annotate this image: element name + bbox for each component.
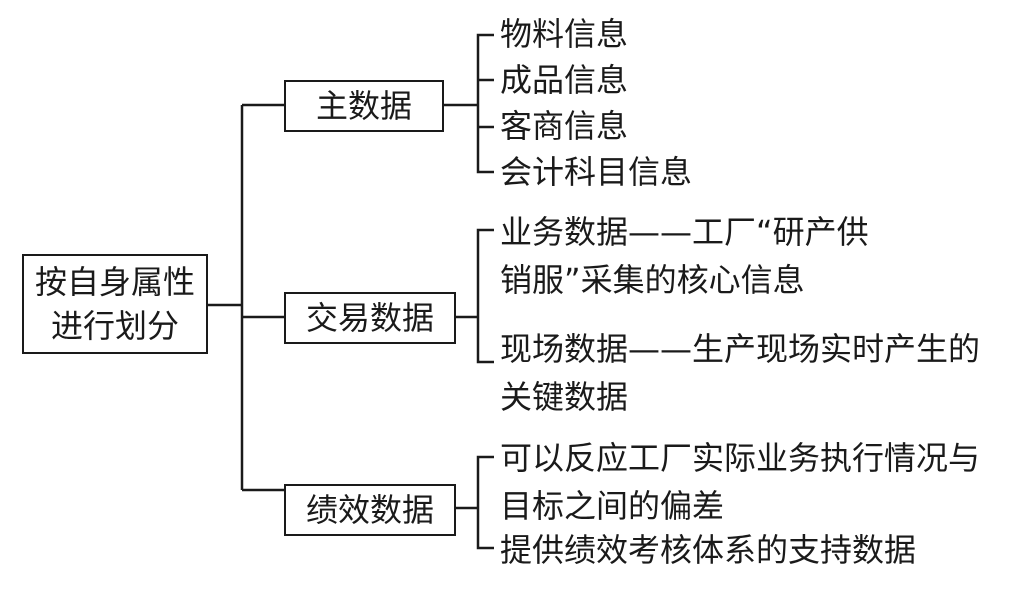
root-line-2: 进行划分 — [50, 307, 179, 345]
root-line-1: 按自身属性 — [34, 263, 195, 301]
category-label: 交易数据 — [305, 299, 434, 337]
transaction-item: 业务数据——工厂“研产供 销服”采集的核心信息 — [500, 213, 869, 299]
performance-item: 可以反应工厂实际业务执行情况与 目标之间的偏差 — [500, 439, 981, 525]
category-label: 绩效数据 — [305, 491, 434, 529]
category-transaction-data: 交易数据 — [284, 292, 456, 344]
master-item: 会计科目信息 — [500, 153, 693, 191]
category-master-data: 主数据 — [284, 80, 444, 132]
master-item: 客商信息 — [500, 107, 629, 145]
transaction-item: 现场数据——生产现场实时产生的 关键数据 — [500, 330, 981, 416]
root-node: 按自身属性 进行划分 — [22, 254, 208, 354]
master-item: 物料信息 — [500, 15, 629, 53]
master-item: 成品信息 — [500, 61, 629, 99]
category-performance-data: 绩效数据 — [284, 484, 456, 536]
category-label: 主数据 — [315, 87, 412, 125]
performance-item: 提供绩效考核体系的支持数据 — [500, 531, 917, 569]
